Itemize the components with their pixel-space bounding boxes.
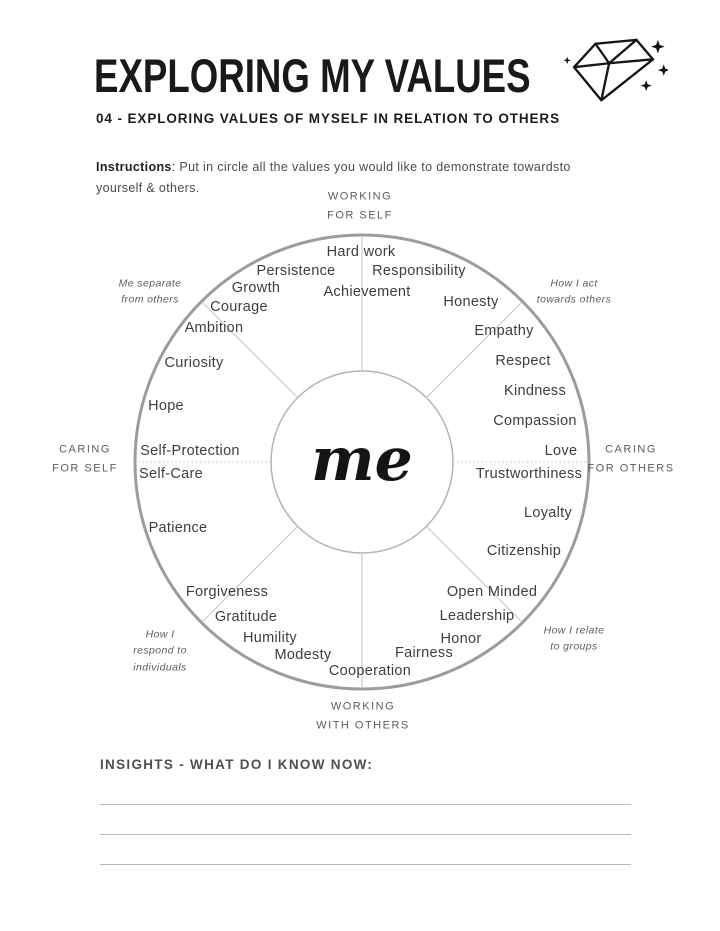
value-compassion[interactable]: Compassion bbox=[493, 413, 577, 429]
insights-writing-line[interactable] bbox=[100, 776, 631, 805]
page-title: EXPLORING MY VALUES bbox=[94, 49, 531, 102]
value-self-protection[interactable]: Self-Protection bbox=[140, 443, 240, 459]
value-trustworthiness[interactable]: Trustworthiness bbox=[475, 466, 583, 482]
value-ambition[interactable]: Ambition bbox=[184, 320, 244, 336]
value-patience[interactable]: Patience bbox=[148, 520, 208, 536]
worksheet-subtitle: 04 - EXPLORING VALUES OF MYSELF IN RELAT… bbox=[96, 111, 560, 126]
instructions-body: : Put in circle all the values you would… bbox=[96, 159, 571, 195]
value-forgiveness[interactable]: Forgiveness bbox=[185, 584, 269, 600]
value-persistence[interactable]: Persistence bbox=[256, 263, 336, 279]
value-honesty[interactable]: Honesty bbox=[443, 294, 499, 310]
caption-how-i-respond: How I respond to individuals bbox=[133, 628, 187, 674]
value-empathy[interactable]: Empathy bbox=[474, 323, 534, 339]
diamond-sparkles-icon bbox=[563, 38, 668, 102]
caption-caring-for-self: CARING FOR SELF bbox=[52, 443, 118, 474]
value-growth[interactable]: Growth bbox=[231, 280, 281, 296]
insights-writing-line[interactable] bbox=[100, 836, 631, 865]
caption-how-i-relate: How I relate to groups bbox=[543, 624, 605, 653]
value-gratitude[interactable]: Gratitude bbox=[214, 609, 278, 625]
instructions-text: Instructions: Put in circle all the valu… bbox=[96, 157, 612, 200]
value-open-minded[interactable]: Open Minded bbox=[446, 584, 538, 600]
center-me-label: me bbox=[311, 425, 413, 495]
outer-circle bbox=[133, 233, 591, 691]
value-love[interactable]: Love bbox=[544, 443, 578, 459]
value-courage[interactable]: Courage bbox=[210, 299, 268, 315]
instructions-label: Instructions bbox=[96, 159, 172, 174]
caption-working-with-others: WORKING WITH OTHERS bbox=[316, 700, 410, 731]
value-self-care[interactable]: Self-Care bbox=[139, 466, 203, 482]
divider-se bbox=[425, 525, 523, 623]
value-respect[interactable]: Respect bbox=[495, 353, 551, 369]
value-loyalty[interactable]: Loyalty bbox=[523, 505, 573, 521]
value-responsibility[interactable]: Responsibility bbox=[372, 263, 466, 279]
value-curiosity[interactable]: Curiosity bbox=[164, 355, 224, 371]
divider-sw bbox=[201, 525, 299, 623]
value-hope[interactable]: Hope bbox=[148, 398, 184, 414]
value-kindness[interactable]: Kindness bbox=[503, 383, 567, 399]
caption-me-separate: Me separate from others bbox=[118, 277, 182, 306]
value-citizenship[interactable]: Citizenship bbox=[486, 543, 562, 559]
value-hard-work[interactable]: Hard work bbox=[326, 244, 396, 260]
divider-ne bbox=[425, 301, 523, 399]
value-cooperation[interactable]: Cooperation bbox=[328, 663, 412, 679]
value-honor[interactable]: Honor bbox=[440, 631, 482, 647]
value-leadership[interactable]: Leadership bbox=[439, 608, 515, 624]
caption-working-for-self: WORKING FOR SELF bbox=[327, 190, 393, 221]
divider-nw bbox=[201, 301, 299, 399]
caption-caring-for-others: CARING FOR OTHERS bbox=[587, 443, 675, 474]
insights-heading: INSIGHTS - WHAT DO I KNOW NOW: bbox=[100, 757, 374, 772]
insights-writing-line[interactable] bbox=[100, 806, 631, 835]
caption-how-i-act: How I act towards others bbox=[536, 277, 612, 306]
value-achievement[interactable]: Achievement bbox=[323, 284, 411, 300]
value-humility[interactable]: Humility bbox=[243, 630, 297, 646]
value-fairness[interactable]: Fairness bbox=[395, 645, 453, 661]
value-modesty[interactable]: Modesty bbox=[274, 647, 332, 663]
